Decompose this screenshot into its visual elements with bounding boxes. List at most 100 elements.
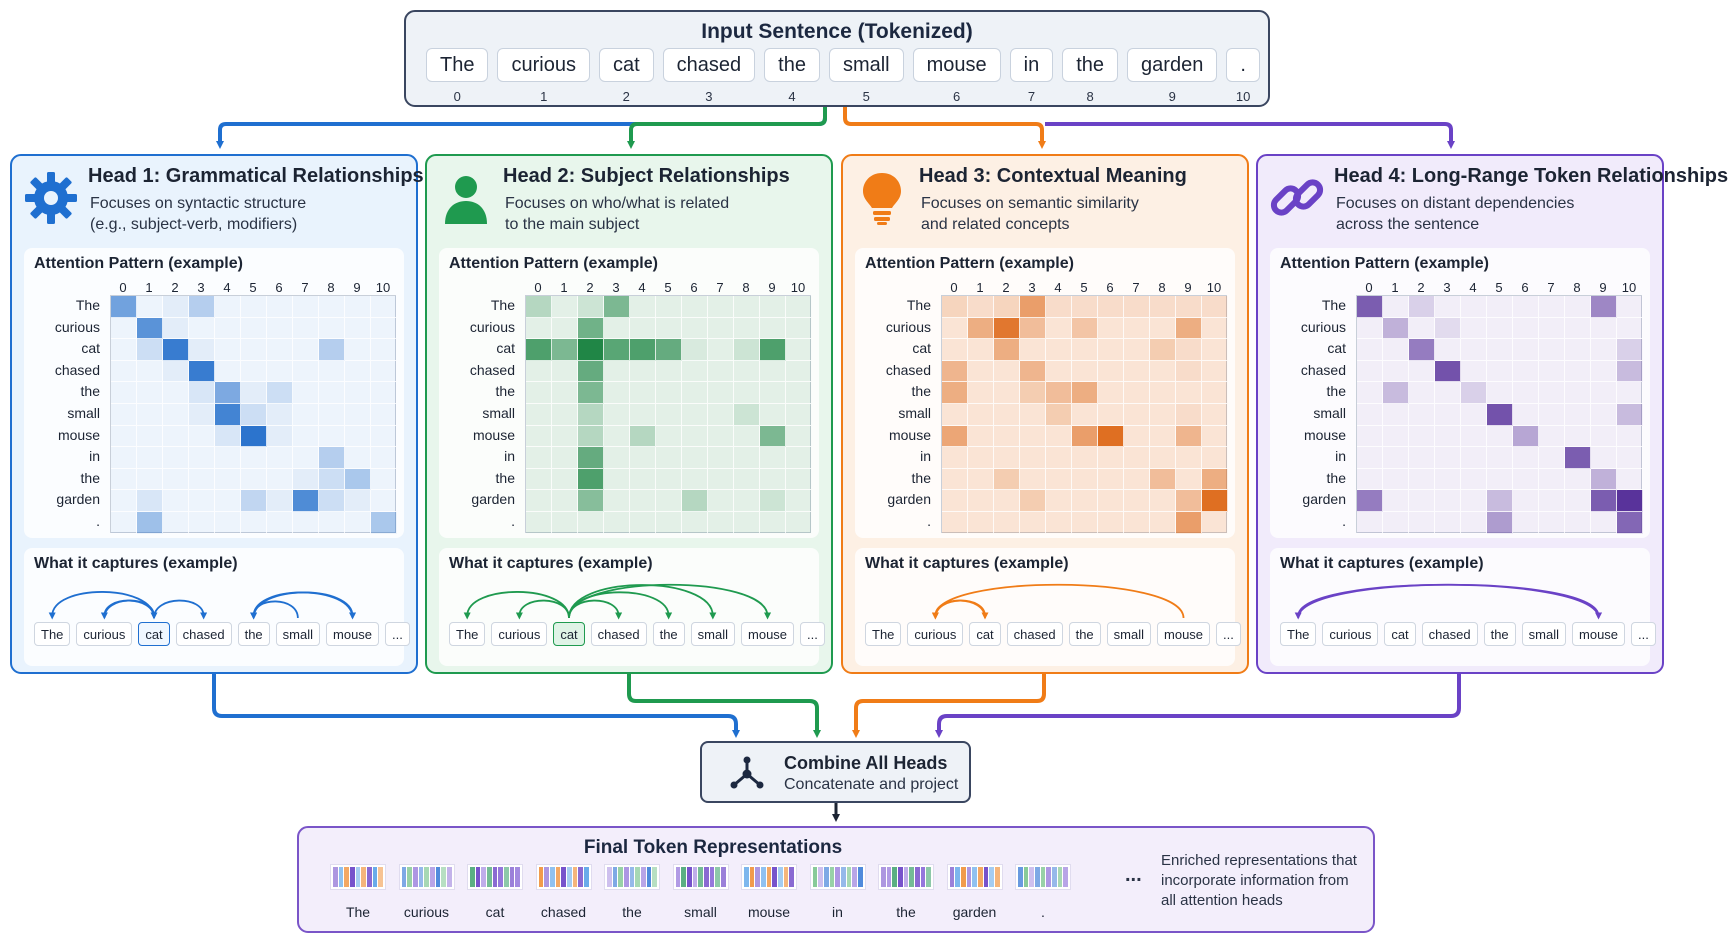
heatmap-cell	[1098, 490, 1124, 512]
column-label: 4	[1054, 280, 1062, 295]
heatmap-cell	[578, 425, 604, 448]
vector-segment	[720, 867, 726, 887]
heatmap-cell	[1539, 468, 1565, 491]
heatmap-cell	[1513, 404, 1539, 426]
heatmap-cell	[708, 490, 734, 512]
heatmap-cell	[1565, 339, 1591, 361]
arrow-head2-to-combine	[627, 674, 821, 738]
heatmap-cell	[1150, 425, 1176, 448]
captures-token: the	[652, 622, 685, 646]
heatmap-cell	[1487, 382, 1513, 404]
vector-segment	[818, 867, 823, 887]
vector-segment	[960, 867, 966, 887]
heatmap-cell	[1357, 490, 1383, 512]
token-chip: in	[1009, 48, 1054, 82]
vector-segment	[778, 867, 783, 887]
heatmap-cell	[1487, 425, 1513, 448]
final-token-label: the	[622, 904, 642, 920]
heatmap-cell	[189, 382, 215, 404]
heatmap-cell	[526, 317, 552, 340]
heatmap-cell	[371, 490, 397, 512]
heatmap-cell	[604, 382, 630, 404]
heatmap-cell	[1461, 296, 1487, 318]
attention-pattern-title: Attention Pattern (example)	[449, 255, 658, 272]
heatmap-cell	[578, 382, 604, 404]
row-label: small	[898, 405, 931, 421]
heatmap-cell	[708, 512, 734, 534]
vector-segment	[983, 867, 989, 887]
heatmap-cell	[1124, 490, 1150, 512]
heatmap-cell	[1046, 317, 1072, 340]
vector-segment	[515, 867, 521, 887]
heatmap-cell	[1461, 425, 1487, 448]
heatmap-cell	[1617, 339, 1643, 361]
heatmap-cell	[1176, 447, 1202, 469]
vector-segment	[926, 867, 932, 887]
heatmap-cell	[345, 468, 371, 491]
heatmap-cell	[968, 490, 994, 512]
heatmap-cell	[1176, 490, 1202, 512]
heatmap-cell	[786, 317, 812, 340]
vector-segment	[852, 867, 857, 887]
column-label: 8	[1158, 280, 1166, 295]
captures-token: ...	[1216, 622, 1241, 646]
head-title: Head 2: Subject Relationships	[503, 165, 790, 187]
vector-segment	[1063, 867, 1069, 887]
vector-segment	[566, 867, 572, 887]
row-label: mouse	[57, 426, 100, 443]
column-label: 6	[275, 280, 283, 295]
heatmap-cell	[1046, 404, 1072, 426]
heatmap-cell	[1487, 512, 1513, 534]
heatmap-cell	[1124, 447, 1150, 469]
vector-segment	[470, 867, 475, 887]
heatmap-cell	[1176, 404, 1202, 426]
heatmap-cell	[1020, 382, 1046, 404]
vector-segment	[675, 867, 681, 887]
heatmap-cell	[630, 339, 656, 361]
row-label: cat	[81, 340, 100, 357]
heatmap-cell	[1539, 296, 1565, 318]
heatmap-cell	[1098, 317, 1124, 340]
heatmap-cell	[241, 296, 267, 318]
heatmap-cell	[734, 360, 760, 383]
heatmap-cell	[1202, 490, 1228, 512]
heatmap-cell	[111, 317, 137, 340]
captures-token: cat	[553, 622, 585, 646]
final-token-vector: the	[873, 864, 939, 920]
heatmap-cell	[1072, 360, 1098, 383]
heatmap-cell	[1461, 468, 1487, 491]
heatmap-cell	[968, 339, 994, 361]
heatmap-cell	[1383, 512, 1409, 534]
vector-segment	[1057, 867, 1063, 887]
heatmap-cell	[267, 490, 293, 512]
vector-segment	[618, 867, 624, 887]
head-description: Focuses on syntactic structure(e.g., sub…	[90, 193, 306, 235]
heatmap-cell	[215, 382, 241, 404]
row-label: the	[911, 469, 931, 486]
heatmap-cell	[1383, 317, 1409, 340]
heatmap-cell	[215, 468, 241, 491]
heatmap-cell	[656, 382, 682, 404]
heatmap-cell	[1565, 317, 1591, 340]
heatmap-cell	[1513, 382, 1539, 404]
heatmap-cell	[1072, 490, 1098, 512]
heatmap-cell	[708, 468, 734, 491]
heatmap-cell	[1072, 296, 1098, 318]
heatmap-cell	[630, 317, 656, 340]
description-line: to the main subject	[505, 216, 640, 233]
token-index: 7	[1027, 89, 1036, 104]
heatmap-cell	[1176, 296, 1202, 318]
column-label: 4	[1469, 280, 1477, 295]
heatmap-cell	[1150, 468, 1176, 491]
attention-heatmap	[1356, 295, 1643, 534]
heatmap-cell	[1202, 512, 1228, 534]
heatmap-cell	[708, 339, 734, 361]
heatmap-cell	[942, 468, 968, 491]
vector-segment	[361, 867, 367, 887]
heatmap-cell	[682, 382, 708, 404]
heatmap-cell	[215, 490, 241, 512]
heatmap-cell	[267, 512, 293, 534]
